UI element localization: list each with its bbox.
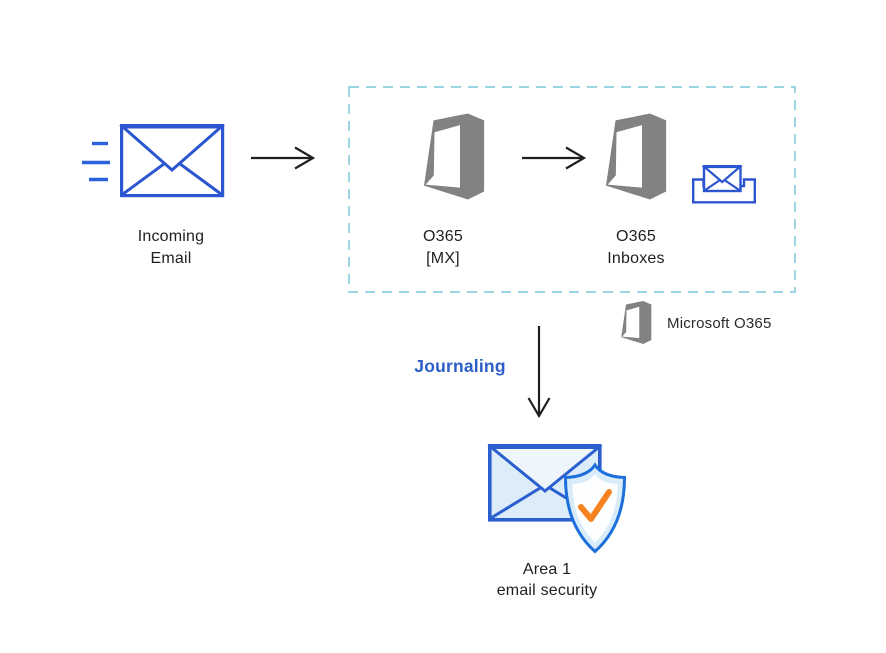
area1-icon	[487, 443, 627, 554]
incoming-email-icon	[82, 124, 225, 198]
incoming-email-label-line2: Email	[150, 250, 192, 267]
o365-mx-label-line1: O365	[423, 228, 463, 245]
journaling-arrow-icon	[527, 326, 551, 419]
o365-mx-label-line2: [MX]	[426, 250, 460, 267]
flow-arrow-right-icon	[522, 146, 587, 170]
o365-dashed-group-box	[348, 86, 796, 293]
area1-label: Area 1 email security	[457, 559, 637, 601]
flow-arrow-right-icon	[251, 146, 316, 170]
o365-inboxes-label: O365 Inboxes	[561, 226, 711, 270]
shield-check-icon	[563, 462, 627, 554]
incoming-email-label: Incoming Email	[96, 226, 246, 270]
inbox-icon	[692, 165, 756, 204]
area1-label-line2: email security	[496, 582, 598, 599]
o365-inboxes-label-line1: O365	[616, 228, 656, 245]
o365-inboxes-label-line2: Inboxes	[607, 250, 665, 267]
journaling-label: Journaling	[414, 356, 506, 376]
area1-label-line1: Area 1	[522, 561, 572, 578]
office-logo-icon	[606, 113, 669, 200]
office-logo-icon	[621, 301, 653, 344]
office-logo-icon	[424, 113, 487, 200]
legend-label: Microsoft O365	[667, 315, 772, 332]
incoming-email-label-line1: Incoming	[137, 228, 205, 245]
o365-mx-label: O365 [MX]	[368, 226, 518, 270]
